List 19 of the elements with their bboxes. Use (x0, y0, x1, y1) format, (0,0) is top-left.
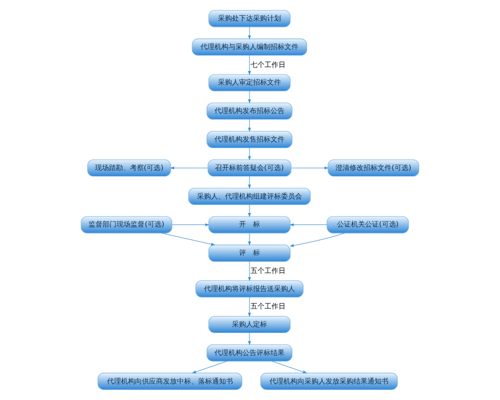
arrow (290, 232, 345, 247)
arrow (272, 360, 308, 374)
arrow (161, 232, 216, 246)
arrow (248, 148, 251, 160)
arrow (248, 296, 251, 317)
arrow (248, 176, 251, 189)
arrow (248, 332, 251, 346)
arrow (170, 166, 208, 170)
arrow (248, 26, 251, 40)
arrow (248, 90, 251, 104)
arrow (290, 223, 328, 226)
arrow (248, 232, 251, 246)
arrow (248, 55, 251, 76)
arrow (290, 166, 329, 170)
arrow (248, 119, 251, 132)
arrow (248, 204, 251, 218)
arrow (172, 223, 210, 226)
arrow (192, 360, 228, 374)
arrow (248, 261, 251, 282)
